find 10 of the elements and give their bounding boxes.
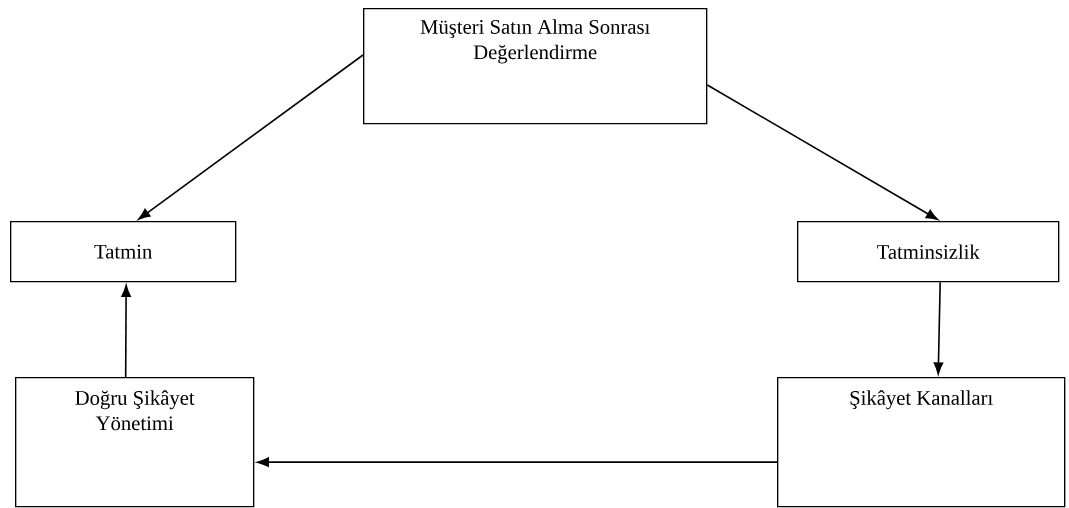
arrow <box>138 54 364 220</box>
arrow <box>706 84 939 221</box>
arrow <box>256 457 778 467</box>
process-box: Şikâyet Kanalları <box>777 377 1066 508</box>
arrow <box>121 284 131 378</box>
process-box: Tatmin <box>10 221 237 283</box>
process-box: Müşteri Satın Alma Sonrası Değerlendirme <box>363 8 708 125</box>
process-box: Doğru Şikâyet Yönetimi <box>15 377 255 508</box>
arrow <box>933 281 944 375</box>
process-box: Tatminsizlik <box>797 221 1060 283</box>
